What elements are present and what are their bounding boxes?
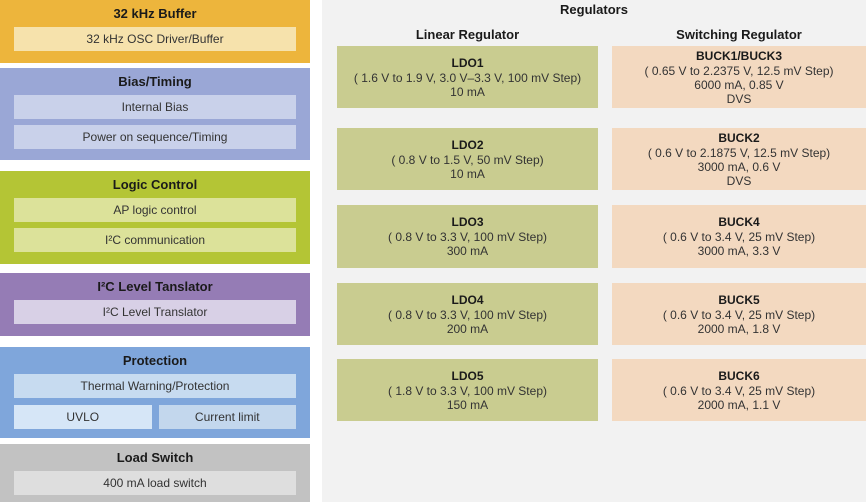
regulator-spec: ( 0.6 V to 2.1875 V, 12.5 mV Step)	[647, 145, 831, 160]
block-item: Thermal Warning/Protection	[14, 374, 296, 398]
block-buck6: BUCK6( 0.6 V to 3.4 V, 25 mV Step)2000 m…	[612, 359, 866, 421]
regulator-spec: 10 mA	[450, 166, 485, 181]
block-title: Logic Control	[112, 177, 198, 192]
block-item: 400 mA load switch	[14, 471, 296, 495]
block-item: I²C Level Translator	[14, 300, 296, 324]
regulator-spec: 2000 mA, 1.1 V	[697, 397, 781, 412]
block-buck4: BUCK4( 0.6 V to 3.4 V, 25 mV Step)3000 m…	[612, 205, 866, 268]
regulator-name: LDO3	[451, 215, 484, 229]
block-buck1-buck3: BUCK1/BUCK3( 0.65 V to 2.2375 V, 12.5 mV…	[612, 46, 866, 108]
regulator-name: LDO5	[451, 368, 484, 383]
block-32-khz-buffer: 32 kHz Buffer 32 kHz OSC Driver/Buffer	[0, 0, 310, 63]
block-ldo2: LDO2( 0.8 V to 1.5 V, 50 mV Step)10 mA	[337, 128, 598, 190]
block-item: AP logic control	[14, 198, 296, 222]
block-buck5: BUCK5( 0.6 V to 3.4 V, 25 mV Step)2000 m…	[612, 283, 866, 345]
block-item: I²C communication	[14, 228, 296, 252]
regulator-spec: ( 1.6 V to 1.9 V, 3.0 V–3.3 V, 100 mV St…	[353, 70, 582, 85]
block-item: Current limit	[158, 405, 296, 429]
regulator-name: BUCK5	[718, 292, 760, 307]
block-ldo5: LDO5( 1.8 V to 3.3 V, 100 mV Step)150 mA	[337, 359, 598, 421]
regulator-spec: DVS	[726, 91, 752, 106]
regulator-spec: 10 mA	[450, 84, 485, 99]
column-header: Switching Regulator	[676, 27, 802, 42]
block-ldo3: LDO3( 0.8 V to 3.3 V, 100 mV Step)300 mA	[337, 205, 598, 268]
block-load-switch: Load Switch 400 mA load switch	[0, 444, 310, 502]
block-item: Internal Bias	[14, 95, 296, 119]
regulator-spec: ( 0.6 V to 3.4 V, 25 mV Step)	[662, 383, 816, 398]
block-title: Load Switch	[116, 450, 194, 465]
block-title: I²C Level Tanslator	[97, 279, 213, 294]
regulator-spec: 200 mA	[446, 321, 489, 336]
block-buck2: BUCK2( 0.6 V to 2.1875 V, 12.5 mV Step)3…	[612, 128, 866, 190]
regulator-spec: ( 0.8 V to 3.3 V, 100 mV Step)	[388, 307, 547, 322]
regulator-name: BUCK6	[718, 368, 760, 383]
regulator-spec: 3000 mA, 3.3 V	[697, 244, 781, 258]
regulator-spec: ( 0.6 V to 3.4 V, 25 mV Step)	[662, 307, 816, 322]
block-item: 32 kHz OSC Driver/Buffer	[14, 27, 296, 51]
column-header: Linear Regulator	[415, 27, 520, 42]
block-ldo1: LDO1( 1.6 V to 1.9 V, 3.0 V–3.3 V, 100 m…	[337, 46, 598, 108]
regulator-name: LDO4	[451, 292, 484, 307]
block-title: Protection	[122, 353, 188, 368]
regulator-spec: 2000 mA, 1.8 V	[697, 321, 781, 336]
regulator-spec: 3000 mA, 0.6 V	[697, 159, 781, 174]
regulator-spec: ( 0.8 V to 1.5 V, 50 mV Step)	[391, 152, 544, 167]
block-item: UVLO	[14, 405, 152, 429]
regulator-name: LDO1	[451, 55, 484, 70]
regulators-title: Regulators	[560, 2, 628, 17]
regulator-spec: 300 mA	[446, 244, 489, 258]
regulator-spec: ( 0.65 V to 2.2375 V, 12.5 mV Step)	[644, 63, 834, 78]
regulator-name: BUCK4	[718, 215, 760, 229]
block-item: Power on sequence/Timing	[14, 125, 296, 149]
regulator-spec: DVS	[726, 173, 752, 188]
block-title: Bias/Timing	[118, 74, 192, 89]
block-ldo4: LDO4( 0.8 V to 3.3 V, 100 mV Step)200 mA	[337, 283, 598, 345]
regulator-spec: ( 1.8 V to 3.3 V, 100 mV Step)	[388, 383, 547, 398]
regulator-spec: ( 0.8 V to 3.3 V, 100 mV Step)	[388, 230, 547, 244]
regulator-spec: 6000 mA, 0.85 V	[694, 77, 784, 92]
regulator-name: BUCK1/BUCK3	[695, 48, 782, 63]
regulator-name: LDO2	[451, 137, 484, 152]
block-title: 32 kHz Buffer	[113, 6, 197, 21]
regulator-name: BUCK2	[718, 130, 760, 145]
regulator-spec: ( 0.6 V to 3.4 V, 25 mV Step)	[662, 230, 816, 244]
regulator-spec: 150 mA	[446, 397, 489, 412]
